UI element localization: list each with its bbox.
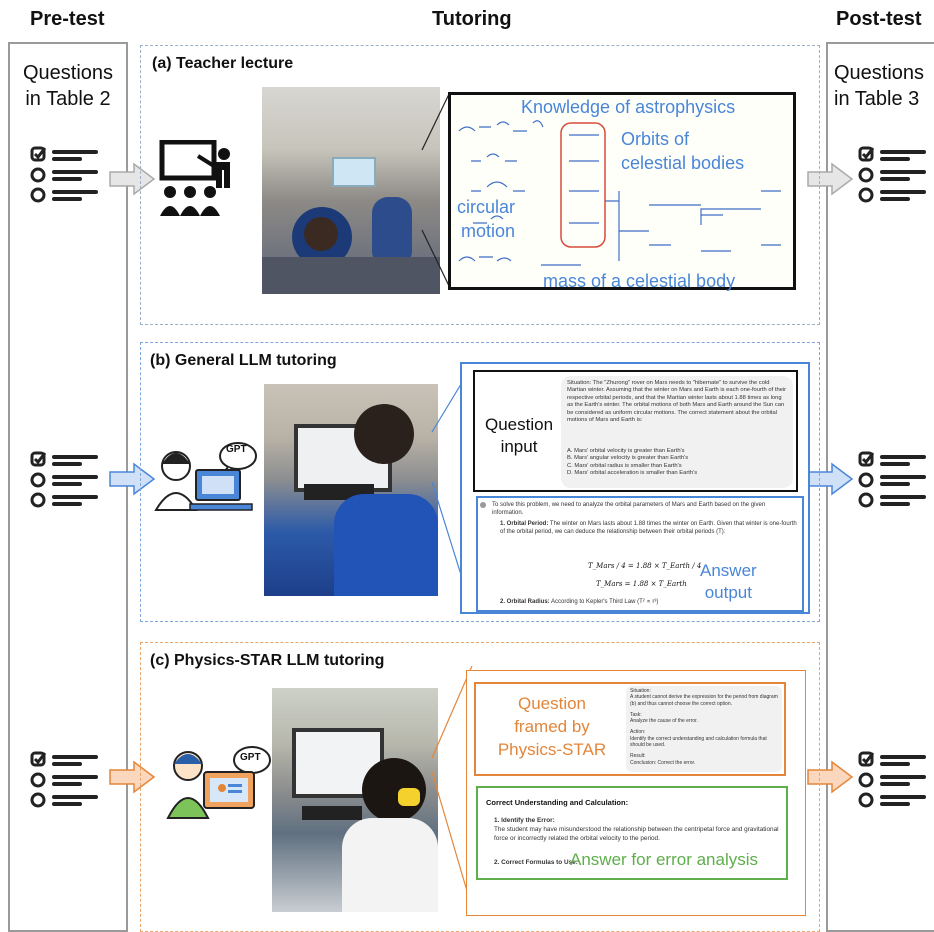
situation-text: Situation: The "Zhurong" rover on Mars n…	[567, 380, 787, 424]
option-d: D. Mars' orbital acceleration is smaller…	[567, 470, 698, 477]
arrow-right-icon	[109, 462, 156, 496]
answer-label-line1: Answer	[700, 561, 757, 580]
framed-question-box: Question framed by Physics-STAR Situatio…	[474, 682, 786, 776]
checklist-icon	[30, 751, 100, 808]
checklist-icon	[858, 751, 928, 808]
header-pretest: Pre-test	[30, 8, 105, 30]
question-label-line1: Question	[485, 415, 554, 434]
step-2: 2. Orbital Radius: According to Kepler's…	[500, 598, 740, 606]
framed-line2: framed by	[514, 717, 590, 736]
panel-a-title: (a) Teacher lecture	[152, 55, 294, 72]
error-item-1-head: 1. Identify the Error:	[494, 817, 555, 824]
equation-1: T_Mars / 4 = 1.88 × T_Earth / 4	[588, 562, 702, 570]
connector-lines	[431, 665, 473, 909]
checklist-icon	[858, 146, 928, 203]
pretest-label-line1: Questions	[22, 62, 114, 84]
gpt-label: GPT	[240, 752, 261, 763]
arrow-right-icon	[807, 162, 854, 196]
panel-c-title: (c) Physics-STAR LLM tutoring	[150, 652, 385, 669]
star-result-head: Result:	[630, 753, 646, 760]
assistant-avatar-icon	[480, 502, 486, 508]
answer-error-analysis-label: Answer for error analysis	[570, 850, 759, 869]
board-circular-1: circular	[457, 197, 516, 217]
teacher-icon	[159, 140, 230, 216]
star-situation-head: Situation:	[630, 688, 651, 694]
panel-b-title: (b) General LLM tutoring	[150, 352, 337, 369]
star-situation: A student cannot derive the expression f…	[630, 694, 778, 707]
posttest-label: Questions in Table 3	[834, 60, 934, 112]
arrow-right-icon	[807, 760, 854, 794]
connector-lines	[421, 91, 451, 289]
arrow-right-icon	[109, 760, 156, 794]
answer-intro: To solve this problem, we need to analyz…	[492, 502, 766, 516]
question-input-box: Question input Situation: The "Zhurong" …	[473, 370, 798, 492]
option-a: A. Mars' orbital velocity is greater tha…	[567, 448, 685, 454]
answer-output-box: To solve this problem, we need to analyz…	[476, 496, 804, 612]
step-2-head: 2. Orbital Radius:	[500, 599, 550, 605]
posttest-label-line1: Questions	[834, 62, 925, 84]
pretest-label: Questions in Table 2	[14, 60, 122, 112]
star-action-head: Action:	[630, 729, 646, 736]
student-computer-photo	[272, 688, 438, 912]
error-item-1-text: The student may have misunderstood the r…	[494, 826, 779, 842]
header-posttest: Post-test	[836, 8, 922, 30]
step-2-text: According to Kepler's Third Law (T² ∝ r³…	[551, 599, 659, 605]
student-gpt-icon	[166, 746, 271, 819]
options-list: A. Mars' orbital velocity is greater tha…	[567, 448, 789, 478]
answer-output-label: Answer output	[700, 560, 757, 604]
student-gpt-icon	[154, 442, 257, 511]
pretest-label-line2: in Table 2	[25, 88, 111, 110]
checklist-icon	[858, 451, 928, 508]
board-orbits-1: Orbits of	[621, 129, 690, 149]
step-1-text: The winter on Mars lasts about 1.88 time…	[500, 521, 797, 535]
star-text: Situation: A student cannot derive the e…	[630, 688, 780, 766]
correct-understanding-head: Correct Understanding and Calculation:	[486, 798, 629, 807]
board-orbits-2: celestial bodies	[621, 153, 745, 173]
whiteboard: Knowledge of astrophysics Orbits of cele…	[448, 92, 796, 291]
error-analysis-box: Correct Understanding and Calculation: 1…	[476, 786, 788, 880]
error-item-1: 1. Identify the Error: The student may h…	[494, 816, 784, 843]
panel-teacher-lecture	[140, 45, 820, 325]
star-result: Conclusion: Correct the error.	[630, 759, 696, 766]
arrow-right-icon	[109, 162, 156, 196]
panel-general-llm	[140, 342, 820, 622]
step-1: 1. Orbital Period: The winter on Mars la…	[500, 520, 798, 536]
classroom-photo	[262, 87, 440, 294]
board-knowledge: Knowledge of astrophysics	[521, 97, 736, 117]
checklist-icon	[30, 451, 100, 508]
framed-line1: Question	[517, 694, 587, 713]
star-bubble: Situation: A student cannot derive the e…	[626, 686, 782, 772]
equation-2: T_Mars = 1.88 × T_Earth	[596, 580, 687, 588]
board-mass: mass of a celestial body	[543, 271, 736, 291]
handwritten-formulas	[458, 120, 781, 266]
answer-label-line2: output	[704, 583, 752, 602]
question-input-label: Question input	[485, 414, 553, 458]
board-circular-2: motion	[461, 221, 516, 241]
gpt-label: GPT	[226, 444, 247, 455]
star-task: Analyze the cause of the error.	[630, 718, 698, 725]
arrow-right-icon	[807, 462, 854, 496]
header-tutoring: Tutoring	[432, 8, 512, 30]
option-b: B. Mars' angular velocity is greater tha…	[567, 455, 689, 462]
option-c: C. Mars' orbital radius is smaller than …	[567, 462, 682, 469]
step-1-head: 1. Orbital Period:	[500, 521, 549, 527]
checklist-icon	[30, 146, 100, 203]
posttest-label-line2: in Table 3	[834, 88, 920, 110]
star-action: Identify the correct understanding and c…	[630, 735, 767, 749]
question-label-line2: input	[500, 437, 538, 456]
framed-question-label: Question framed by Physics-STAR	[482, 692, 622, 761]
chat-bubble: Situation: The "Zhurong" rover on Mars n…	[561, 376, 793, 488]
student-computer-photo	[264, 384, 438, 596]
error-item-2-head: 2. Correct Formulas to Use:	[494, 859, 578, 866]
star-task-head: Task:	[630, 711, 642, 718]
error-item-2: 2. Correct Formulas to Use:	[494, 858, 578, 867]
framed-line3: Physics-STAR	[497, 740, 607, 759]
